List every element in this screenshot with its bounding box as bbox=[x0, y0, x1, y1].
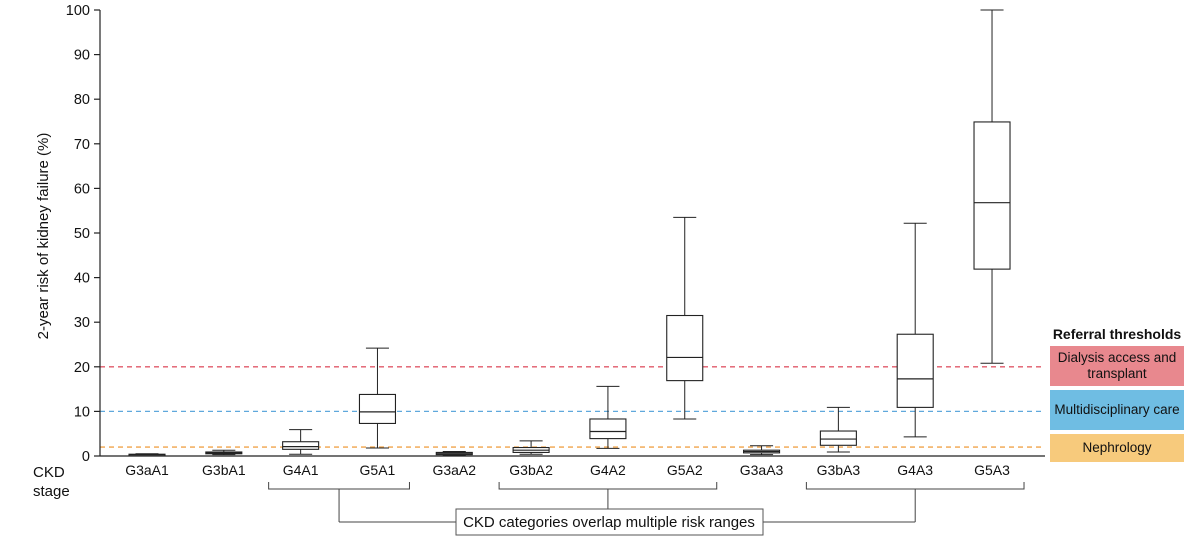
y-tick-label: 30 bbox=[74, 315, 90, 331]
box-G4A1 bbox=[282, 429, 320, 455]
y-tick-label: 40 bbox=[74, 271, 90, 287]
y-tick-label: 100 bbox=[66, 3, 90, 19]
box-G4A3 bbox=[896, 222, 934, 438]
x-tick-label: G3aA1 bbox=[125, 462, 169, 478]
group-bracket bbox=[268, 482, 410, 490]
threshold-lines bbox=[100, 366, 1045, 448]
x-tick-label: G4A1 bbox=[283, 462, 319, 478]
referral-legend: Referral thresholds Dialysis access and … bbox=[1050, 326, 1184, 466]
box-G5A2 bbox=[666, 216, 704, 420]
x-tick-label: G4A2 bbox=[590, 462, 626, 478]
legend-nephrology: Nephrology bbox=[1050, 434, 1184, 462]
iqr-box bbox=[666, 314, 704, 382]
x-tick-label: G5A3 bbox=[974, 462, 1010, 478]
x-axis-label-line-1: CKD bbox=[33, 464, 65, 481]
legend-title: Referral thresholds bbox=[1052, 326, 1182, 342]
x-tick-label: G3bA3 bbox=[817, 462, 861, 478]
y-tick-label: 50 bbox=[74, 226, 90, 242]
box-G3bA3 bbox=[819, 406, 857, 453]
x-tick-labels: G3aA1 G3bA1 G4A1 G5A1 G3aA2 G3bA2 G4A2 G5A2 G3aA… bbox=[125, 462, 1010, 478]
y-tick-label: 80 bbox=[74, 92, 90, 108]
iqr-box bbox=[896, 333, 934, 408]
x-tick-label: G3bA2 bbox=[509, 462, 553, 478]
box-G3bA1 bbox=[205, 449, 243, 456]
x-tick-label: G4A3 bbox=[897, 462, 933, 478]
legend-multidisciplinary: Multidisciplinary care bbox=[1050, 390, 1184, 430]
iqr-box bbox=[973, 121, 1011, 270]
iqr-box bbox=[282, 441, 320, 450]
group-bracket bbox=[805, 482, 1025, 490]
x-tick-label: G3aA2 bbox=[432, 462, 476, 478]
box-G3aA2 bbox=[435, 451, 473, 457]
y-tick-label: 70 bbox=[74, 137, 90, 153]
box-G4A2 bbox=[589, 385, 627, 449]
group-bracket bbox=[498, 482, 718, 490]
y-axis-label: 2-year risk of kidney failure (%) bbox=[35, 133, 52, 340]
y-tick-label: 20 bbox=[74, 360, 90, 376]
annotation-box bbox=[455, 508, 764, 536]
iqr-box bbox=[819, 430, 857, 446]
x-tick-label: G5A2 bbox=[667, 462, 703, 478]
box-G5A1 bbox=[358, 347, 397, 449]
x-tick-label: G3bA1 bbox=[202, 462, 246, 478]
y-axis: 0 10 20 30 40 50 60 70 80 90 100 bbox=[66, 3, 1045, 465]
x-tick-label: G3aA3 bbox=[740, 462, 784, 478]
box-G5A3 bbox=[973, 9, 1011, 364]
legend-dialysis: Dialysis access and transplant bbox=[1050, 346, 1184, 386]
box-G3aA1 bbox=[128, 453, 166, 457]
x-axis-label-line-2: stage bbox=[33, 483, 70, 500]
box-G3bA2 bbox=[512, 440, 550, 455]
box-series bbox=[128, 9, 1011, 457]
annotation-text: CKD categories overlap multiple risk ran… bbox=[463, 514, 755, 531]
iqr-box bbox=[358, 393, 397, 424]
x-tick-label: G5A1 bbox=[360, 462, 396, 478]
y-tick-label: 60 bbox=[74, 181, 90, 197]
box-G3aA3 bbox=[743, 445, 781, 456]
y-tick-label: 90 bbox=[74, 48, 90, 64]
iqr-box bbox=[589, 418, 627, 440]
y-tick-label: 0 bbox=[82, 449, 90, 465]
y-tick-label: 10 bbox=[74, 404, 90, 420]
